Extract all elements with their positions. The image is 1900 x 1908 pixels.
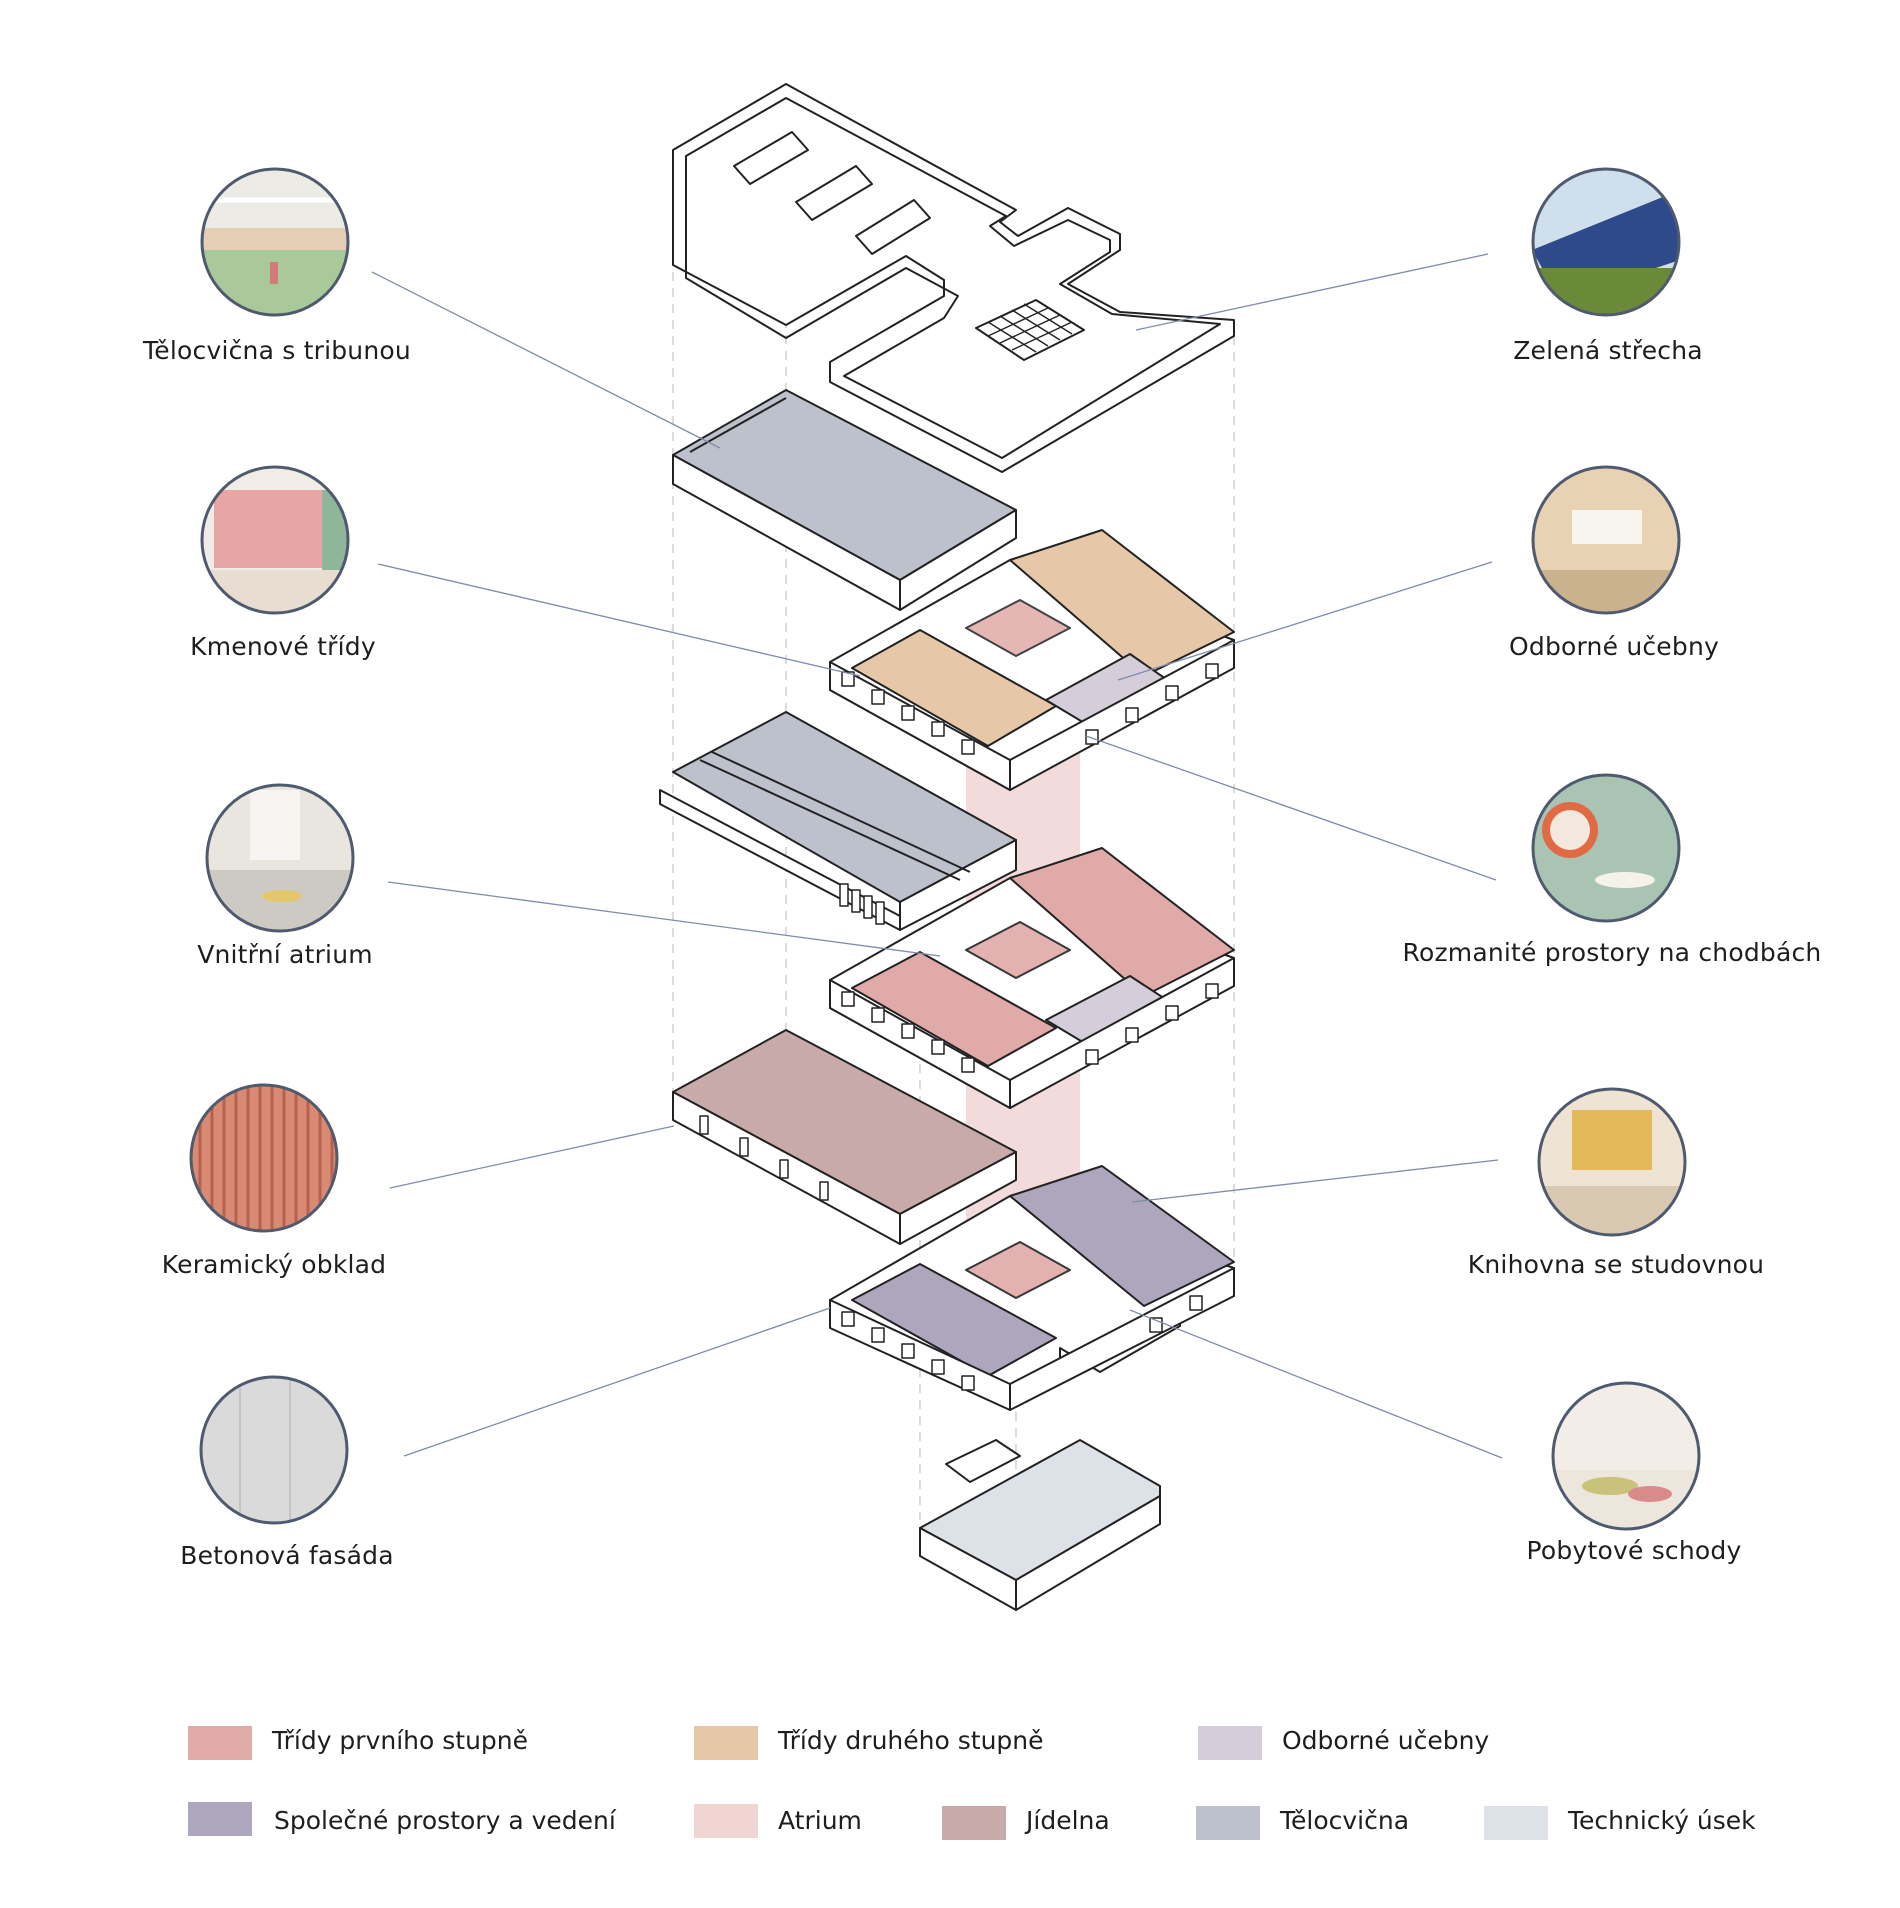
atrium-photo-icon: [205, 783, 355, 933]
label-green-roof: Zelená střecha: [1513, 336, 1703, 365]
corridor-nook-photo-icon: [1531, 773, 1681, 923]
legend-swatch-primary: [188, 1726, 252, 1760]
legend-label-dining: Jídelna: [1026, 1806, 1110, 1835]
technical-basement: [919, 1439, 1161, 1611]
legend-swatch-atrium: [694, 1804, 758, 1838]
legend-label-primary: Třídy prvního stupně: [272, 1726, 529, 1755]
label-ceramic: Keramický obklad: [161, 1250, 387, 1279]
gym-upper-block: [672, 389, 1017, 611]
legend-label-secondary: Třídy druhého stupně: [778, 1726, 1044, 1755]
lecture-room-photo-icon: [1531, 465, 1681, 615]
classroom-middle-level: [829, 847, 1235, 1109]
solar-green-roof-photo-icon: [1531, 167, 1681, 317]
label-atrium: Vnitřní atrium: [197, 940, 373, 969]
gym-photo-icon: [200, 167, 350, 317]
legend-label-specialized: Odborné učebny: [1282, 1726, 1490, 1755]
classroom-photo-icon: [200, 465, 350, 615]
seating-stairs-photo-icon: [1551, 1381, 1701, 1531]
roof-level: [672, 83, 1235, 473]
legend-label-common: Společné prostory a vedení: [274, 1806, 616, 1835]
leader-lines: [371, 253, 1503, 1459]
legend-swatch-common: [188, 1802, 252, 1836]
classroom-upper-level: [829, 529, 1235, 791]
legend-label-gym: Tělocvična: [1280, 1806, 1410, 1835]
label-classrooms: Kmenové třídy: [190, 632, 376, 661]
legend-label-technical: Technický úsek: [1568, 1806, 1756, 1835]
label-specialized: Odborné učebny: [1508, 632, 1720, 661]
label-concrete: Betonová fasáda: [180, 1541, 394, 1570]
legend-swatch-gym: [1196, 1806, 1260, 1840]
label-stairs: Pobytové schody: [1526, 1536, 1742, 1565]
label-corridors: Rozmanité prostory na chodbách: [1402, 938, 1822, 967]
legend-swatch-dining: [942, 1806, 1006, 1840]
ceramic-texture-icon: [189, 1083, 339, 1233]
label-library: Knihovna se studovnou: [1467, 1250, 1765, 1279]
gym-lower-block: [659, 711, 1017, 931]
legend-swatch-technical: [1484, 1806, 1548, 1840]
legend-swatch-secondary: [694, 1726, 758, 1760]
label-gym: Tělocvična s tribunou: [143, 336, 411, 365]
legend-swatch-specialized: [1198, 1726, 1262, 1760]
ground-level: [829, 1165, 1235, 1411]
concrete-texture-icon: [199, 1375, 349, 1525]
dining-block: [672, 1029, 1017, 1245]
library-photo-icon: [1537, 1087, 1687, 1237]
legend-label-atrium: Atrium: [778, 1806, 862, 1835]
